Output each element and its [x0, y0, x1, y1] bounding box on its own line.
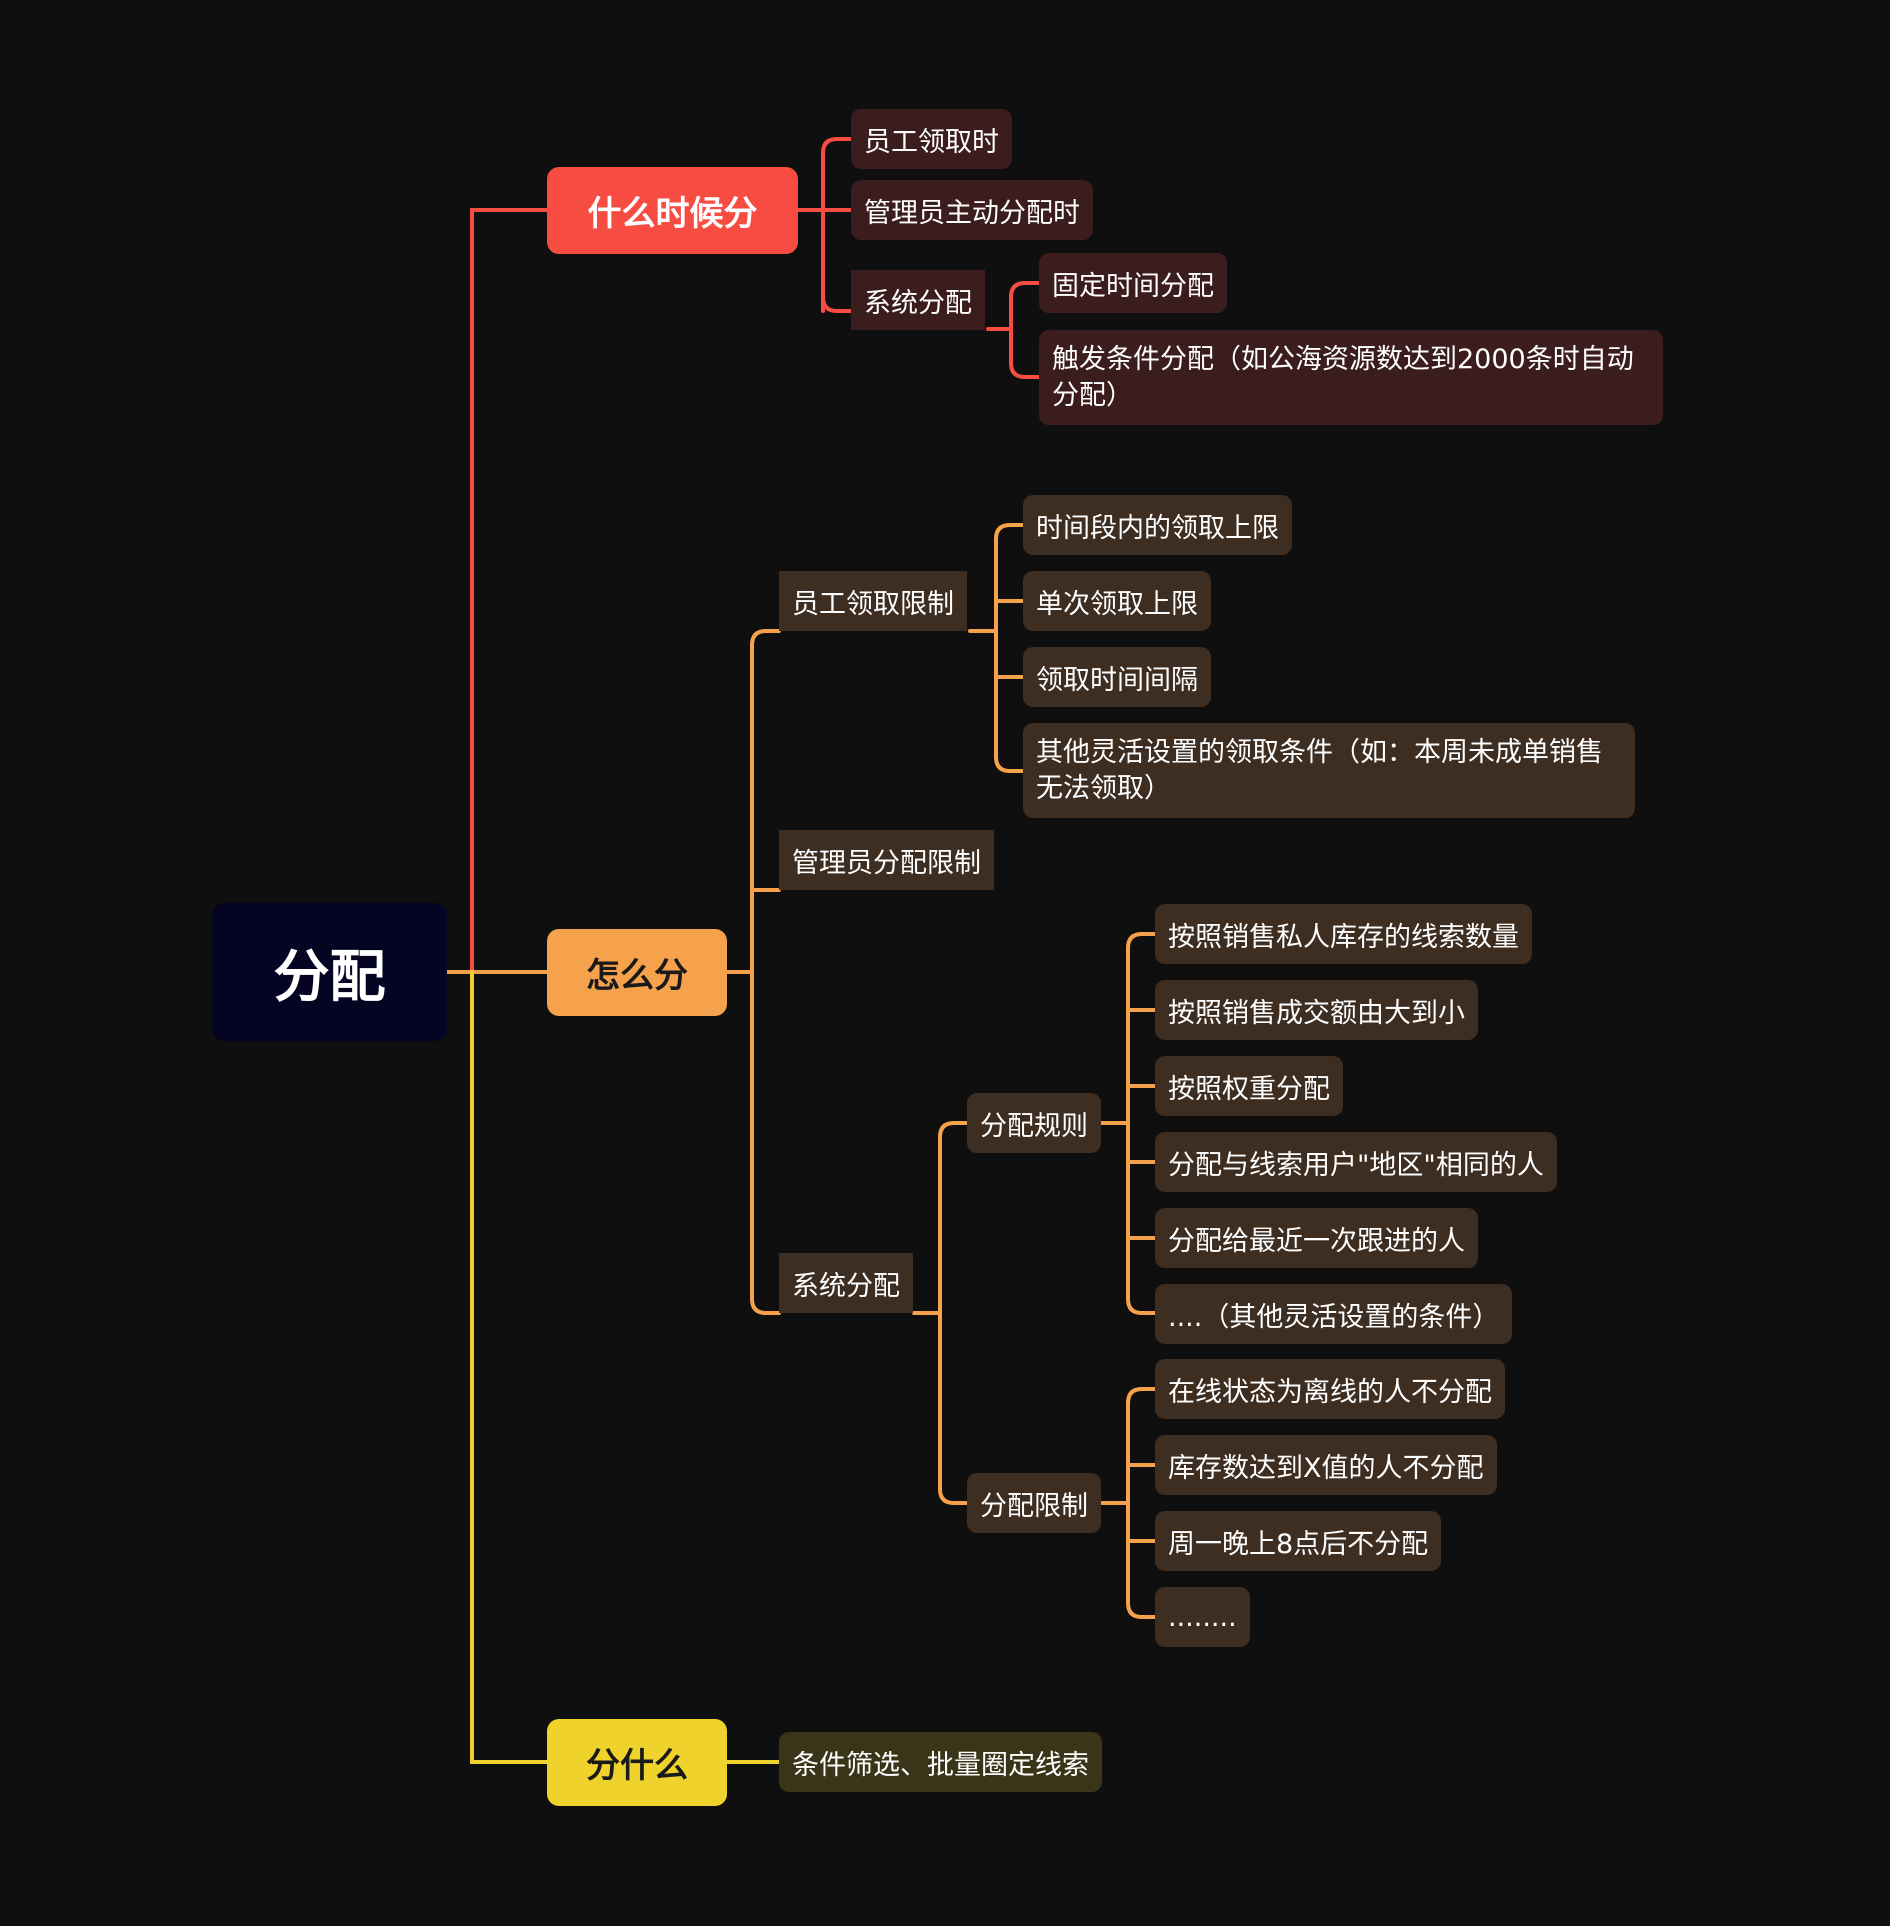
system-limits[interactable]: 分配限制	[967, 1473, 1101, 1533]
rule-3[interactable]: 按照权重分配	[1155, 1056, 1343, 1116]
when-trigger[interactable]: 触发条件分配（如公海资源数达到2000条时自动分配）	[1039, 330, 1663, 425]
rule-4[interactable]: 分配与线索用户"地区"相同的人	[1155, 1132, 1557, 1192]
connector-emp-children	[968, 523, 1025, 773]
emp-other[interactable]: 其他灵活设置的领取条件（如：本周未成单销售无法领取）	[1023, 723, 1635, 818]
how-system[interactable]: 系统分配	[779, 1253, 913, 1313]
emp-interval[interactable]: 领取时间间隔	[1023, 647, 1211, 707]
rule-5[interactable]: 分配给最近一次跟进的人	[1155, 1208, 1478, 1268]
limit-2[interactable]: 库存数达到X值的人不分配	[1155, 1435, 1497, 1495]
limit-1[interactable]: 在线状态为离线的人不分配	[1155, 1359, 1505, 1419]
rule-2[interactable]: 按照销售成交额由大到小	[1155, 980, 1478, 1040]
when-fixed-time[interactable]: 固定时间分配	[1039, 253, 1227, 313]
connector-root-what	[470, 970, 549, 1764]
how-admin-limits[interactable]: 管理员分配限制	[779, 830, 994, 890]
rule-6[interactable]: ....（其他灵活设置的条件）	[1155, 1284, 1513, 1344]
connector-sys-children	[912, 1121, 969, 1505]
emp-single-cap[interactable]: 单次领取上限	[1023, 571, 1211, 631]
when-employee-claim[interactable]: 员工领取时	[851, 109, 1012, 169]
branch-how[interactable]: 怎么分	[547, 929, 727, 1016]
limit-3[interactable]: 周一晚上8点后不分配	[1155, 1511, 1442, 1571]
branch-when[interactable]: 什么时候分	[547, 167, 798, 254]
when-system-assign[interactable]: 系统分配	[851, 270, 985, 330]
connector-how-children	[725, 629, 781, 1315]
limit-4[interactable]: ........	[1155, 1587, 1250, 1647]
system-rules[interactable]: 分配规则	[967, 1093, 1101, 1153]
when-admin-assign[interactable]: 管理员主动分配时	[851, 180, 1093, 240]
how-employee-limits[interactable]: 员工领取限制	[779, 571, 967, 631]
rule-1[interactable]: 按照销售私人库存的线索数量	[1155, 904, 1532, 964]
emp-period-cap[interactable]: 时间段内的领取上限	[1023, 495, 1292, 555]
what-filter[interactable]: 条件筛选、批量圈定线索	[779, 1732, 1102, 1792]
root-node[interactable]: 分配	[212, 903, 447, 1041]
connector-when-sys-children	[986, 281, 1041, 379]
connector-root-when	[445, 208, 549, 974]
branch-what[interactable]: 分什么	[547, 1719, 727, 1806]
connector-rules-children	[1100, 932, 1157, 1315]
connector-when-children	[796, 137, 853, 313]
connector-limits-children	[1100, 1387, 1157, 1619]
